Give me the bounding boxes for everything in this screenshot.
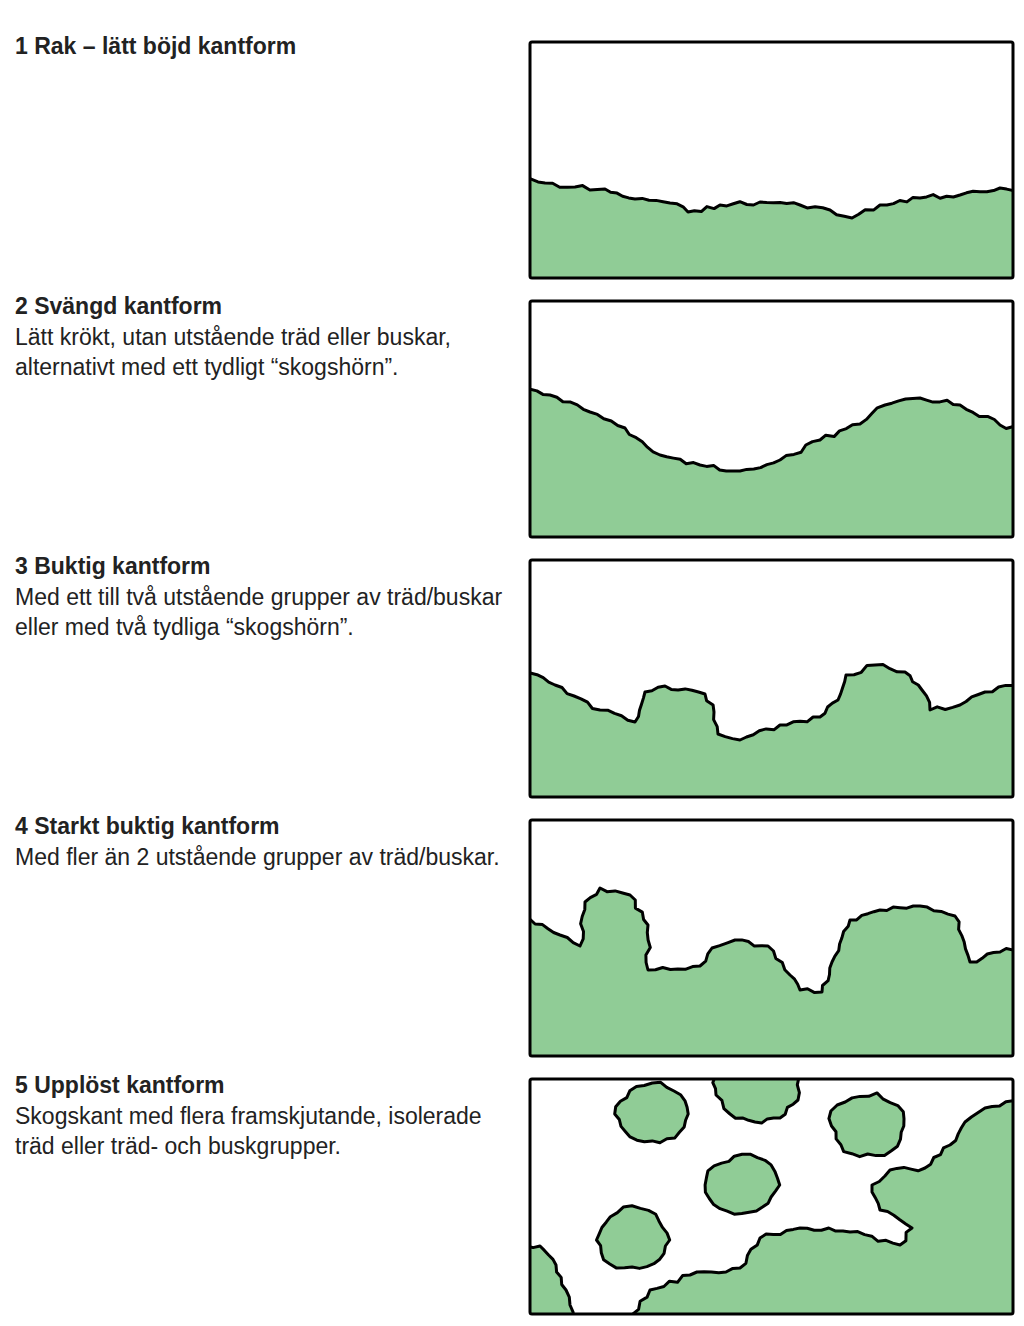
tree-group — [712, 1079, 800, 1123]
description: Skogskant med flera framskjutande, isole… — [15, 1101, 510, 1161]
panel-frame — [530, 301, 1013, 537]
heading: 4 Starkt buktig kantform — [15, 811, 510, 841]
panel-frame — [530, 1079, 1013, 1314]
tree-group — [597, 1206, 670, 1269]
forest-edge — [530, 386, 1013, 537]
description: Med ett till två utstående grupper av tr… — [15, 582, 510, 642]
panel-frame — [530, 42, 1013, 278]
forest-edge — [530, 665, 1013, 798]
description: Med fler än 2 utstående grupper av träd/… — [15, 842, 510, 872]
forest-edge — [530, 179, 1013, 278]
tree-group — [628, 1098, 1013, 1314]
tree-group — [705, 1154, 780, 1214]
description: Lätt krökt, utan utstående träd eller bu… — [15, 322, 510, 382]
heading: 5 Upplöst kantform — [15, 1070, 510, 1100]
heading: 2 Svängd kantform — [15, 291, 510, 321]
tree-group — [615, 1082, 689, 1143]
heading: 1 Rak – lätt böjd kantform — [15, 31, 510, 61]
tree-group — [530, 1244, 574, 1314]
panel-frame — [530, 560, 1013, 797]
tree-group — [829, 1093, 904, 1157]
forest-edge — [530, 888, 1013, 1056]
panel-frame — [530, 820, 1013, 1056]
heading: 3 Buktig kantform — [15, 551, 510, 581]
